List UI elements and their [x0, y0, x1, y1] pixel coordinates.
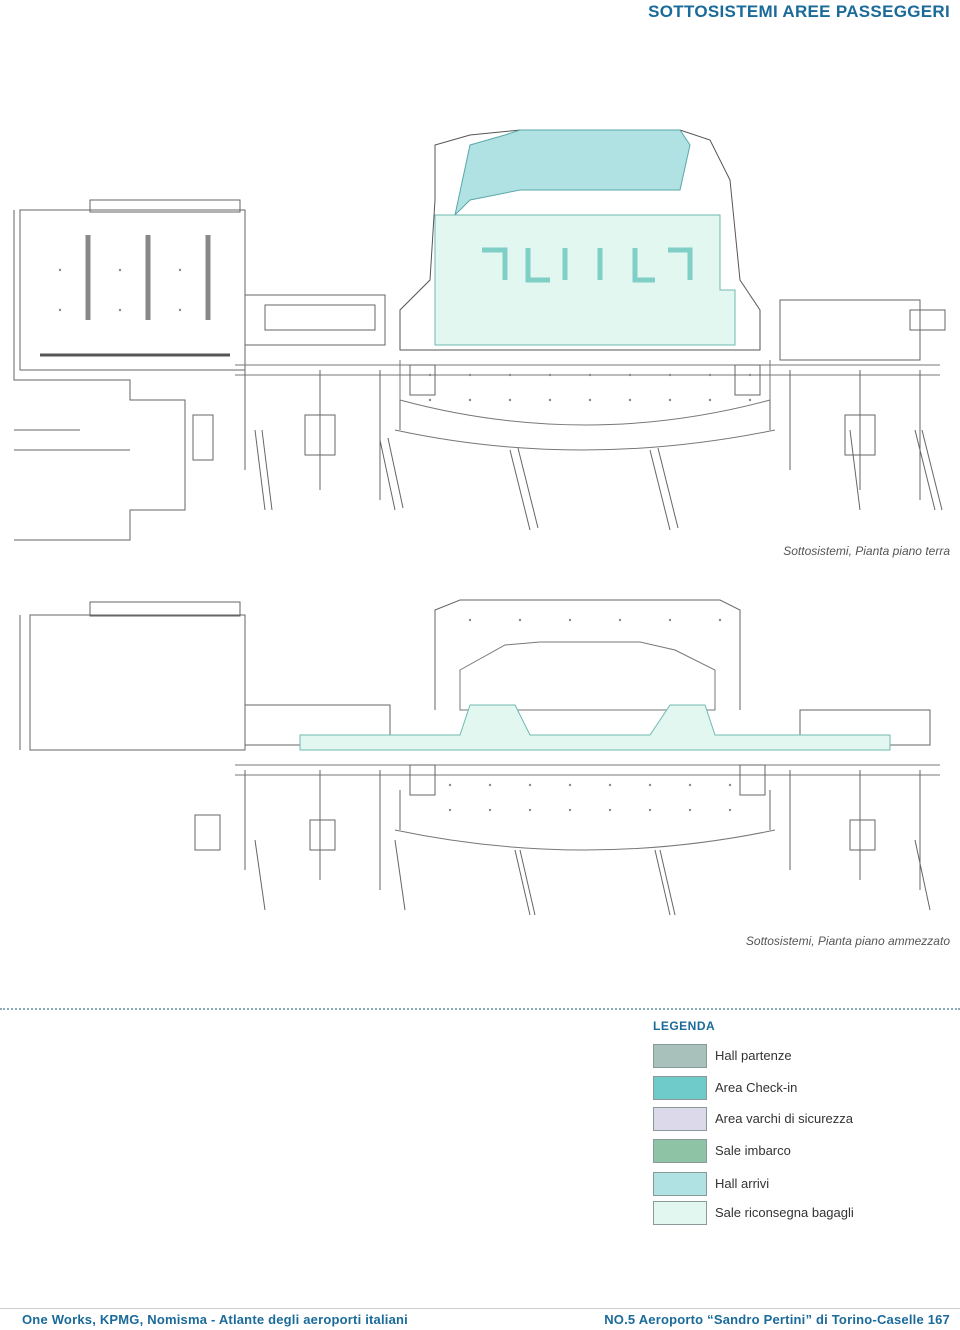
legend-item: Hall arrivi [653, 1172, 953, 1196]
legend-item: Area varchi di sicurezza [653, 1107, 953, 1131]
mezzanine-floor-plan [19, 599, 940, 916]
legend-swatch [653, 1076, 707, 1100]
legend-swatch [653, 1201, 707, 1225]
legend-title: LEGENDA [653, 1019, 716, 1033]
ground-floor-caption: Sottosistemi, Pianta piano terra [783, 544, 950, 558]
page-section-title: SOTTOSISTEMI AREE PASSEGGERI [648, 2, 950, 21]
footer-publication: One Works, KPMG, Nomisma - Atlante degli… [22, 1312, 408, 1327]
legend-swatch [653, 1107, 707, 1131]
legend-label: Hall partenze [715, 1048, 792, 1063]
legend-label: Sale imbarco [715, 1143, 791, 1158]
legend-label: Hall arrivi [715, 1176, 770, 1191]
legend-label: Area varchi di sicurezza [715, 1111, 853, 1126]
legend-label: Area Check-in [715, 1080, 798, 1095]
legend-item: Sale riconsegna bagagli [653, 1201, 953, 1225]
legend-swatch [653, 1044, 707, 1068]
legend-item: Sale imbarco [653, 1139, 953, 1163]
legend-label: Sale riconsegna bagagli [715, 1205, 854, 1220]
ground-floor-plan [13, 129, 946, 541]
footer-page-info: NO.5 Aeroporto “Sandro Pertini” di Torin… [604, 1312, 950, 1327]
legend-swatch [653, 1139, 707, 1163]
legend-swatch [653, 1172, 707, 1196]
section-divider [0, 1008, 960, 1010]
legend-item: Area Check-in [653, 1076, 953, 1100]
page-footer: One Works, KPMG, Nomisma - Atlante degli… [0, 1308, 960, 1330]
legend-item: Hall partenze [653, 1044, 953, 1068]
mezzanine-floor-caption: Sottosistemi, Pianta piano ammezzato [745, 934, 950, 948]
